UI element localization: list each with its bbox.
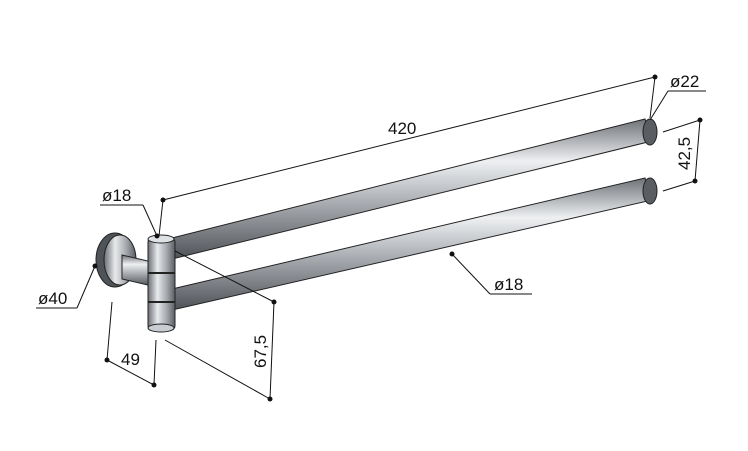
dimension-end-cap: ø22 — [649, 72, 706, 121]
dimension-rosette: ø40 — [36, 263, 98, 309]
dimension-offset: 67,5 — [164, 250, 277, 402]
dimension-bar: ø18 — [449, 251, 532, 295]
projection-label: 49 — [121, 350, 140, 369]
dimension-length: 420 — [158, 74, 658, 237]
dimension-projection: 49 — [104, 301, 157, 388]
offset-label: 67,5 — [251, 335, 270, 368]
rosette-label: ø40 — [38, 289, 67, 308]
dimension-hinge: ø18 — [100, 186, 160, 239]
end-cap-label: ø22 — [670, 72, 699, 91]
bar-label: ø18 — [494, 275, 523, 294]
hinge-label: ø18 — [102, 186, 131, 205]
upper-bar — [171, 118, 658, 260]
length-label: 420 — [388, 119, 416, 138]
hinge-cylinder — [147, 234, 176, 333]
dimension-spacing: 42,5 — [662, 117, 703, 192]
spacing-label: 42,5 — [675, 137, 694, 170]
